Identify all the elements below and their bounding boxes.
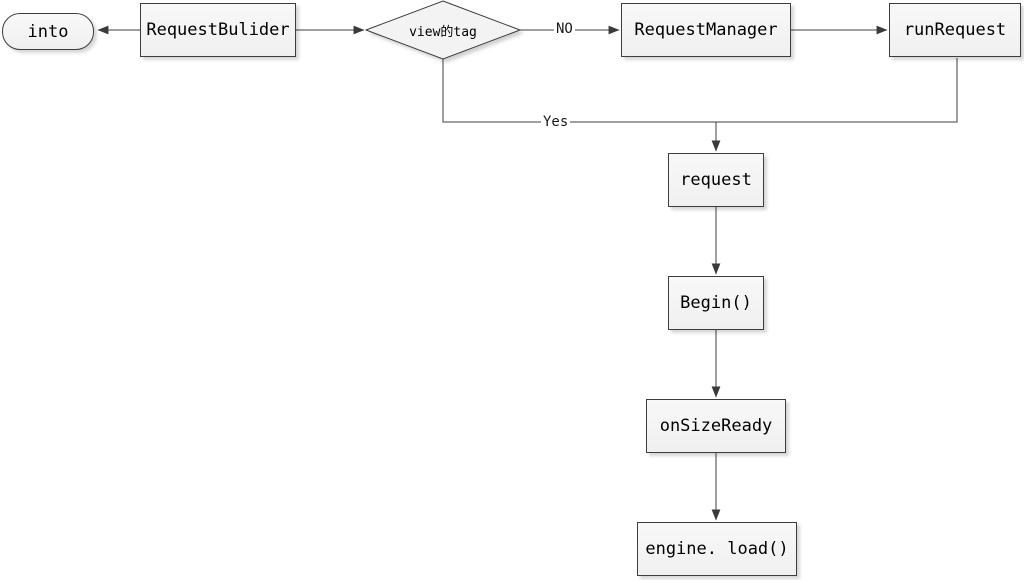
node-on-size-ready: onSizeReady bbox=[646, 399, 786, 453]
node-view-tag-label: view的tag bbox=[409, 24, 477, 40]
node-into: into bbox=[2, 13, 94, 50]
node-begin-label: Begin() bbox=[680, 293, 752, 313]
node-run-request: runRequest bbox=[889, 3, 1021, 57]
edge-label-yes: Yes bbox=[541, 114, 571, 130]
node-run-request-label: runRequest bbox=[903, 20, 1007, 40]
edge-label-no: NO bbox=[554, 21, 575, 37]
node-request-manager-label: RequestManager bbox=[634, 20, 778, 40]
node-view-tag-decision: view的tag bbox=[366, 1, 520, 59]
node-on-size-ready-label: onSizeReady bbox=[659, 416, 773, 436]
decision-diamond-shape bbox=[364, 0, 522, 60]
node-begin: Begin() bbox=[668, 276, 764, 330]
node-request-manager: RequestManager bbox=[621, 3, 791, 57]
node-request-label: request bbox=[680, 170, 752, 190]
node-request-builder-label: RequestBulider bbox=[146, 20, 290, 40]
node-engine-load: engine. load() bbox=[637, 522, 797, 576]
node-request: request bbox=[668, 153, 764, 207]
node-into-label: into bbox=[27, 21, 69, 42]
node-engine-load-label: engine. load() bbox=[645, 539, 789, 559]
edge-yes-bus bbox=[442, 58, 958, 123]
node-request-builder: RequestBulider bbox=[140, 3, 296, 57]
